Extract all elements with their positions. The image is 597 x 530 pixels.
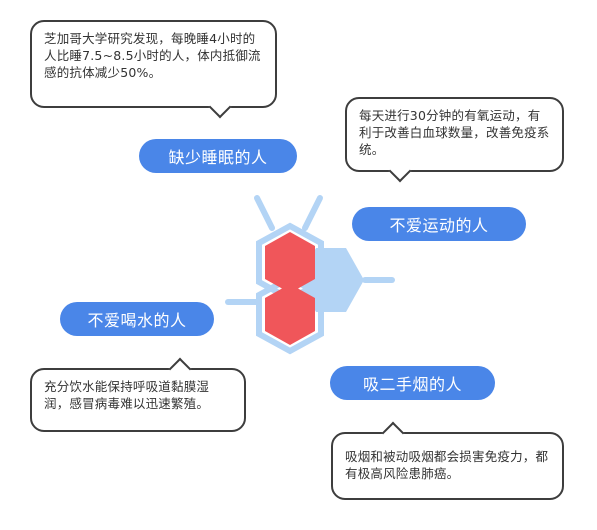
label-water: 不爱喝水的人	[60, 302, 214, 336]
label-sleep: 缺少睡眠的人	[139, 139, 297, 173]
note-bubble-water: 充分饮水能保持呼吸道黏膜湿润，感冒病毒难以迅速繁殖。	[30, 357, 246, 432]
note-text-water: 充分饮水能保持呼吸道黏膜湿润，感冒病毒难以迅速繁殖。	[44, 379, 210, 411]
red-hexagon-top	[265, 232, 315, 293]
note-text-sleep: 芝加哥大学研究发现，每晚睡4小时的人比睡7.5~8.5小时的人，体内抵御流感的抗…	[44, 31, 261, 80]
note-bubble-smoke: 吸烟和被动吸烟都会损害免疫力，都有极高风险患肺癌。	[331, 421, 564, 500]
note-text-exercise: 每天进行30分钟的有氧运动，有利于改善白血球数量，改善免疫系统。	[359, 108, 550, 157]
red-hexagon-bottom	[265, 284, 315, 345]
label-smoke: 吸二手烟的人	[330, 366, 495, 400]
note-bubble-sleep: 芝加哥大学研究发现，每晚睡4小时的人比睡7.5~8.5小时的人，体内抵御流感的抗…	[30, 20, 277, 119]
note-bubble-exercise: 每天进行30分钟的有氧运动，有利于改善白血球数量，改善免疫系统。	[345, 97, 564, 183]
label-exercise: 不爱运动的人	[352, 207, 526, 241]
note-text-smoke: 吸烟和被动吸烟都会损害免疫力，都有极高风险患肺癌。	[345, 449, 549, 481]
